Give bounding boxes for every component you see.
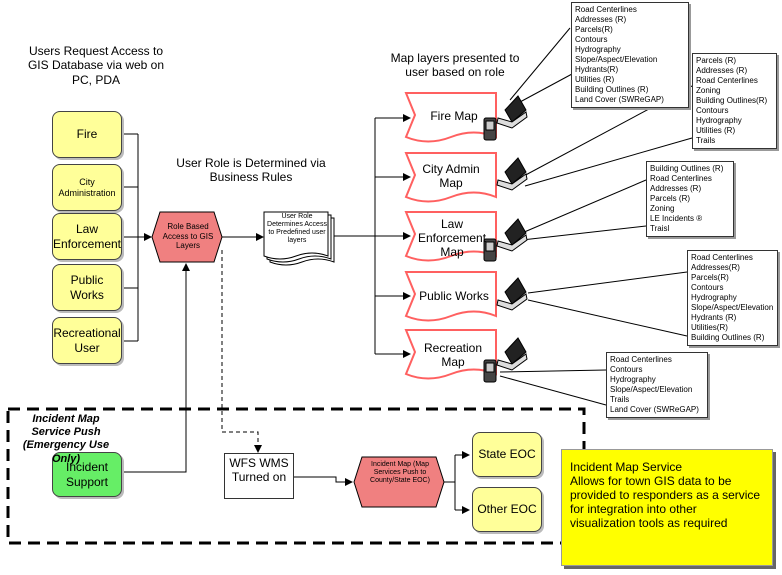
note-title: Incident Map Service bbox=[570, 460, 683, 474]
layer-item: Contours bbox=[691, 283, 724, 292]
pda-icon bbox=[483, 238, 497, 262]
map-label-law-enforcement: Law Enforcement Map bbox=[418, 217, 487, 259]
layer-item: Building Outlines (R) bbox=[650, 164, 724, 173]
layer-item: Zoning bbox=[696, 86, 721, 95]
layer-item: Trails bbox=[610, 395, 630, 404]
layer-item: Road Centerlines bbox=[696, 76, 758, 85]
layer-item: Parcels(R) bbox=[691, 273, 729, 282]
role-based-access-label: Role Based Access to GIS Layers bbox=[162, 222, 214, 251]
role-based-access-hex bbox=[151, 211, 223, 263]
layer-item: Trails bbox=[696, 136, 716, 145]
emergency-title: Incident Map Service Push (Emergency Use… bbox=[22, 413, 110, 465]
predefined-layers-label: User Role Determines Access to Predefine… bbox=[267, 213, 327, 245]
layer-item: Road Centerlines bbox=[575, 5, 637, 14]
layer-item: Road Centerlines bbox=[650, 174, 712, 183]
incident-map-service-note: Incident Map Service Allows for town GIS… bbox=[561, 449, 773, 566]
banner-public-works bbox=[404, 271, 497, 322]
layer-item: Hydrants (R) bbox=[691, 313, 737, 322]
laptop-icon bbox=[496, 218, 528, 252]
layer-item: Land Cover (SWReGAP) bbox=[575, 95, 664, 104]
layer-item: Parcels(R) bbox=[575, 25, 613, 34]
banner-city-admin-map bbox=[404, 152, 497, 203]
layer-item: Building Outlines (R) bbox=[691, 333, 765, 342]
layer-item: Slope/Aspect/Elevation bbox=[691, 303, 774, 312]
layer-item: Addresses (R) bbox=[650, 184, 702, 193]
map-label-public-works: Public Works bbox=[419, 289, 489, 303]
incident-support-box: Incident Support bbox=[52, 452, 122, 497]
role-public-works: Public Works bbox=[52, 264, 122, 311]
layer-item: Parcels (R) bbox=[650, 194, 691, 203]
role-fire: Fire bbox=[52, 111, 122, 158]
layer-item: Addresses(R) bbox=[691, 263, 740, 272]
layer-list-law-enforcement: Building Outlines (R) Road Centerlines A… bbox=[646, 161, 734, 237]
layer-item: Addresses (R) bbox=[696, 66, 748, 75]
map-label-fire: Fire Map bbox=[430, 109, 478, 123]
layer-item: Building Outlines(R) bbox=[696, 96, 768, 105]
layer-list-public-works: Road Centerlines Addresses(R) Parcels(R)… bbox=[687, 250, 778, 346]
layers-presented-heading: Map layers presented to user based on ro… bbox=[390, 51, 520, 80]
pda-icon bbox=[483, 117, 497, 141]
layer-item: Zoning bbox=[650, 204, 675, 213]
layer-item: Parcels (R) bbox=[696, 56, 737, 65]
layer-item: Addresses (R) bbox=[575, 15, 627, 24]
incident-map-label: Incident Map (Map Services Push to Count… bbox=[370, 461, 430, 485]
layer-list-city-admin: Parcels (R) Addresses (R) Road Centerlin… bbox=[692, 53, 777, 149]
layer-item: Hydrography bbox=[610, 375, 656, 384]
laptop-icon bbox=[496, 95, 528, 129]
map-banners bbox=[404, 92, 497, 380]
request-access-heading: Users Request Access to GIS Database via… bbox=[27, 44, 165, 87]
state-eoc-box: State EOC bbox=[472, 432, 542, 477]
layer-item: Contours bbox=[575, 35, 608, 44]
layer-item: Road Centerlines bbox=[691, 253, 753, 262]
layer-item: Hydrography bbox=[696, 116, 742, 125]
layer-item: Traisl bbox=[650, 224, 670, 233]
layer-list-recreation: Road Centerlines Contours Hydrography Sl… bbox=[606, 352, 708, 418]
role-connectors bbox=[123, 114, 470, 514]
layer-item: Building Outlines (R) bbox=[575, 85, 649, 94]
laptop-icon bbox=[496, 277, 528, 311]
document-stack-icon bbox=[263, 211, 335, 266]
role-law-enforcement: Law Enforcement bbox=[52, 213, 122, 260]
layer-item: Hydrants(R) bbox=[575, 65, 619, 74]
role-rules-heading: User Role is Determined via Business Rul… bbox=[176, 156, 326, 185]
layer-item: Contours bbox=[610, 365, 643, 374]
layer-item: Land Cover (SWReGAP) bbox=[610, 405, 699, 414]
note-body: Allows for town GIS data to be provided … bbox=[570, 474, 761, 530]
layer-item: Hydrography bbox=[575, 45, 621, 54]
laptop-icon bbox=[496, 337, 528, 371]
layer-item: Utilities (R) bbox=[696, 126, 736, 135]
layer-item: Utilities(R) bbox=[691, 323, 728, 332]
other-eoc-box: Other EOC bbox=[472, 487, 542, 532]
layer-item: Slope/Aspect/Elevation bbox=[610, 385, 693, 394]
device-list-connectors bbox=[499, 27, 693, 406]
push-dashed-connector bbox=[221, 250, 262, 453]
layer-item: Hydrography bbox=[691, 293, 737, 302]
wfs-wms-box: WFS WMS Turned on bbox=[224, 453, 294, 499]
layer-item: LE Incidents ® bbox=[650, 214, 703, 223]
emergency-region bbox=[6, 407, 586, 545]
map-label-city-admin: City Admin Map bbox=[422, 162, 480, 191]
incident-map-hex bbox=[353, 456, 445, 508]
role-recreational-user: Recreational User bbox=[52, 317, 122, 364]
pda-icon bbox=[483, 359, 497, 383]
layer-item: Utilities (R) bbox=[575, 75, 615, 84]
laptop-icon bbox=[496, 157, 528, 191]
layer-list-fire: Road Centerlines Addresses (R) Parcels(R… bbox=[571, 2, 689, 108]
layer-item: Slope/Aspect/Elevation bbox=[575, 55, 658, 64]
map-label-recreation: Recreation Map bbox=[423, 341, 483, 370]
role-city-administration: City Administration bbox=[52, 164, 122, 211]
layer-item: Contours bbox=[696, 106, 729, 115]
layer-item: Road Centerlines bbox=[610, 355, 672, 364]
